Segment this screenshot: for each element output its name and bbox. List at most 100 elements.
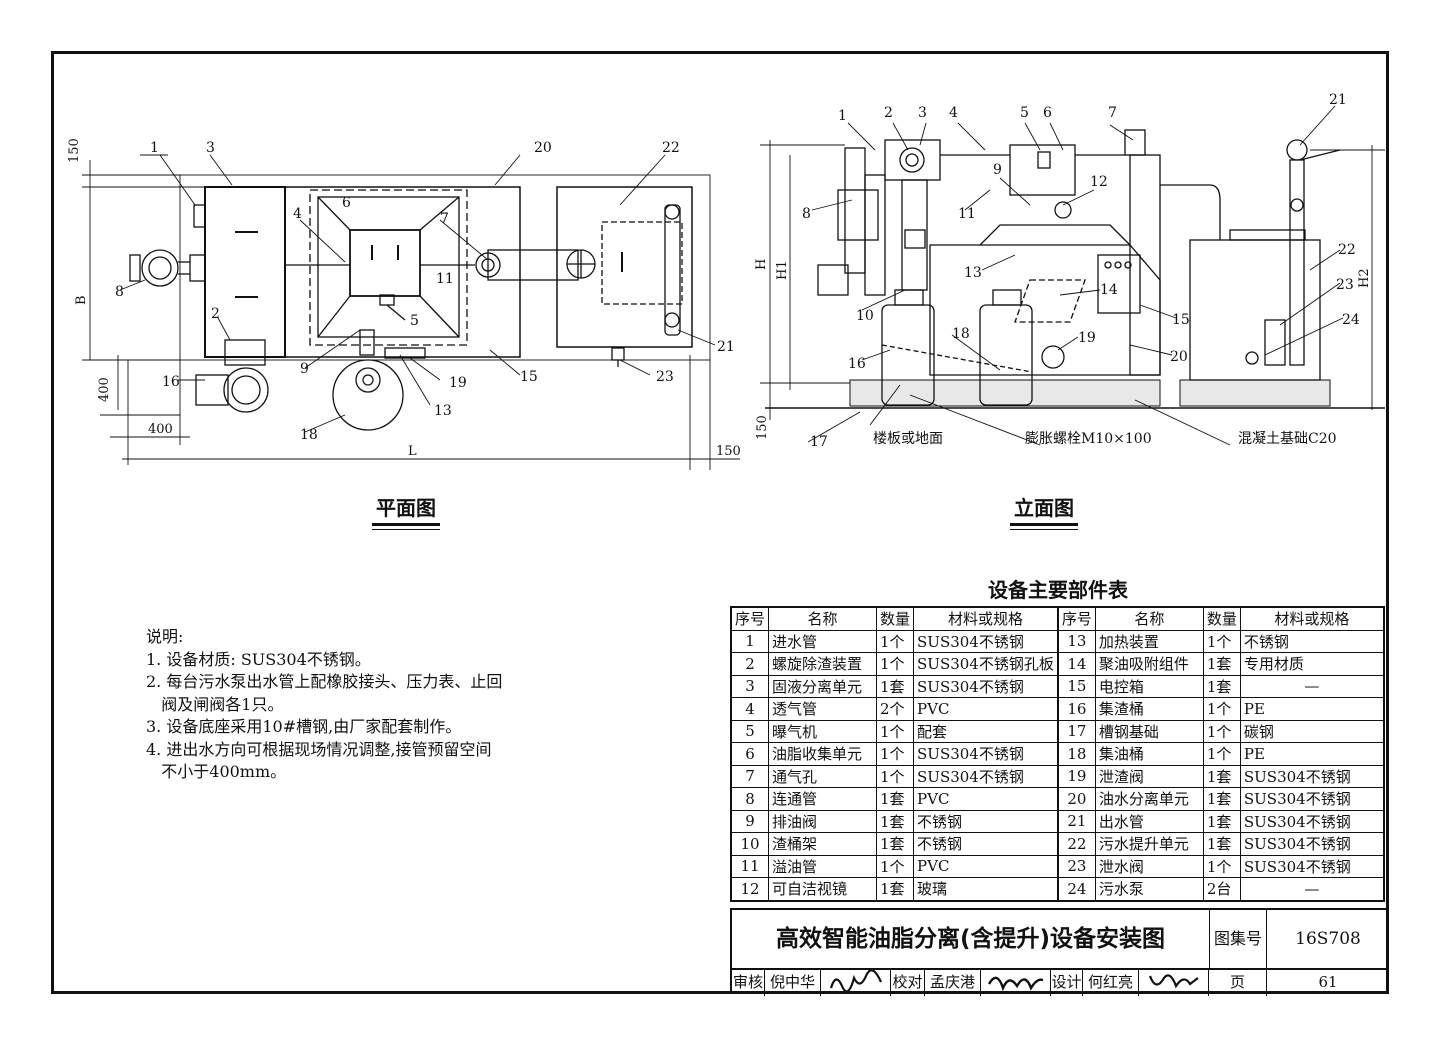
elev-label: 13 [964,265,982,281]
table-cell: PE [1239,742,1385,766]
header-cell: 序号 [1056,606,1096,631]
table-cell: 碳钢 [1239,719,1385,743]
plan-label: 9 [300,361,309,377]
elev-label: 9 [993,162,1002,178]
table-cell: 22 [1056,832,1096,856]
dim-150-top: 150 [67,138,82,163]
header-cell: 数量 [1202,606,1241,631]
elev-label: 4 [949,105,958,121]
table-cell: 1个 [876,764,915,788]
table-cell: 1套 [876,877,915,901]
table-cell: SUS304不锈钢 [1239,854,1385,878]
elev-label: 1 [838,108,847,124]
plan-label: 19 [449,375,467,391]
table-cell: PVC [913,697,1059,721]
table-cell: 4 [730,697,770,721]
table-cell: 不锈钢 [913,809,1059,833]
plan-label: 20 [534,140,552,156]
plan-label: 11 [436,271,454,287]
table-cell: 固液分离单元 [768,674,878,698]
plan-label: 21 [717,339,735,355]
table-cell: SUS304不锈钢 [1239,787,1385,811]
table-cell: 1套 [876,832,915,856]
page-label: 页 [1209,968,1267,996]
table-cell: 1套 [1202,764,1241,788]
table-cell: 11 [730,854,770,878]
table-cell: 溢油管 [768,854,878,878]
note-line: 3. 设备底座采用10#槽钢,由厂家配套制作。 [146,717,462,736]
table-cell: SUS304不锈钢 [1239,809,1385,833]
parts-table-title: 设备主要部件表 [988,578,1128,602]
checker: 孟庆港 [925,968,981,996]
table-cell: 6 [730,742,770,766]
note-line: 阀及闸阀各1只。 [146,694,284,714]
signature-row: 审核 倪中华 校对 孟庆港 设计 何红亮 页 61 [732,968,1391,996]
header-cell: 材料或规格 [913,606,1059,631]
table-cell: SUS304不锈钢 [913,742,1059,766]
elev-label: 6 [1043,105,1052,121]
table-cell: PE [1239,697,1385,721]
checker-signature [981,968,1051,996]
table-cell: 19 [1056,764,1096,788]
note-line: 1. 设备材质: SUS304不锈钢。 [146,649,371,669]
dim-400-v: 400 [97,377,112,402]
table-cell: 1个 [876,629,915,653]
table-cell: 污水提升单元 [1094,832,1204,856]
table-cell: 1套 [876,809,915,833]
table-cell: 2个 [876,697,915,721]
plan-label: 7 [440,211,449,227]
table-cell: 1套 [1202,652,1241,676]
table-cell: SUS304不锈钢 [913,629,1059,653]
atlas-label: 图集号 [1210,910,1267,970]
plan-label: 8 [115,284,124,300]
plan-label: 15 [520,369,538,385]
table-cell: 1个 [1202,742,1241,766]
table-cell: 油脂收集单元 [768,742,878,766]
header-cell: 数量 [876,606,915,631]
plan-label: 4 [293,206,302,222]
dim-H2: H2 [1357,268,1372,288]
note-line: 不小于400mm。 [146,762,287,781]
table-cell: 专用材质 [1239,652,1385,676]
table-cell: 13 [1056,629,1096,653]
table-cell: 螺旋除渣装置 [768,652,878,676]
elev-label: 15 [1172,312,1190,328]
table-cell: 18 [1056,742,1096,766]
table-cell: 曝气机 [768,719,878,743]
plan-label: 3 [206,140,215,156]
table-cell: 17 [1056,719,1096,743]
designer-signature [1139,968,1209,996]
table-cell: 2 [730,652,770,676]
elev-label: 11 [958,206,976,222]
header-cell: 名称 [1094,606,1204,631]
elev-label: 10 [856,308,874,324]
elev-label: 22 [1338,242,1356,258]
callout-bolt: 膨胀螺栓M10×100 [1025,430,1152,447]
elev-label: 16 [848,356,866,372]
plan-label: 1 [150,140,159,156]
header-cell: 名称 [768,606,878,631]
plan-label: 13 [434,403,452,419]
elev-label: 24 [1342,312,1360,328]
design-label: 设计 [1051,968,1083,996]
table-cell: 15 [1056,674,1096,698]
table-cell: 排油阀 [768,809,878,833]
table-cell: 23 [1056,854,1096,878]
table-cell: 1个 [1202,697,1241,721]
title-block: 高效智能油脂分离(含提升)设备安装图 图集号 16S708 审核 倪中华 校对 … [730,908,1391,996]
elev-label: 7 [1108,105,1117,121]
notes-heading: 说明: [146,627,184,646]
elev-label: 23 [1336,277,1354,293]
reviewer: 倪中华 [765,968,821,996]
table-cell: 8 [730,787,770,811]
table-cell: 加热装置 [1094,629,1204,653]
elev-label: 8 [802,206,811,222]
